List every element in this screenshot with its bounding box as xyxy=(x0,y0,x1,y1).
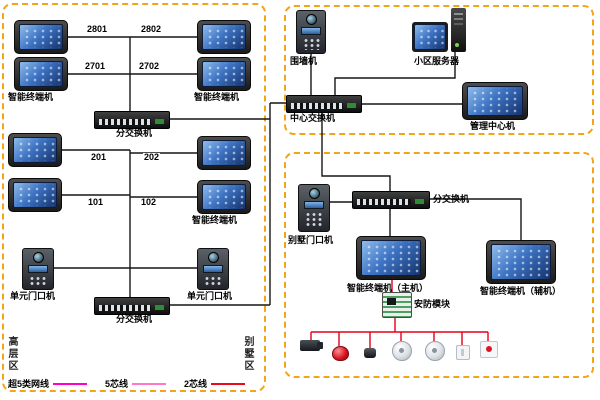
server-caption: 小区服务器 xyxy=(414,56,460,66)
central-switch xyxy=(286,95,362,113)
unit-door-station xyxy=(22,248,54,290)
terminal-monitor xyxy=(14,20,68,54)
terminal-screen xyxy=(491,244,551,280)
legend-item: 2芯线 xyxy=(184,377,246,390)
terminal-caption: 智能终端机 xyxy=(194,92,240,102)
camera-lens-icon xyxy=(32,252,44,263)
security-lines xyxy=(310,280,489,348)
wall-station xyxy=(296,10,326,54)
sub-switch xyxy=(94,111,170,129)
terminal-monitor xyxy=(197,20,251,54)
villa-door-station xyxy=(298,184,330,232)
terminal-screen xyxy=(13,182,57,208)
legend-label: 2芯线 xyxy=(184,379,208,389)
terminal-screen xyxy=(202,61,246,87)
smoke-detector-icon xyxy=(425,341,445,361)
door-station-caption: 单元门口机 xyxy=(187,291,233,301)
server-monitor xyxy=(412,22,448,52)
terminal-master-caption: 智能终端机（主机） xyxy=(347,283,429,293)
smoke-detector-icon xyxy=(392,341,412,361)
wire-label: 2702 xyxy=(138,61,161,72)
legend-line-cat5 xyxy=(53,382,88,385)
region-management-center xyxy=(284,5,594,135)
management-center-monitor xyxy=(462,82,528,120)
terminal-screen xyxy=(361,240,421,276)
central-switch-caption: 中心交换机 xyxy=(290,113,336,123)
wire-label: 202 xyxy=(143,152,161,163)
terminal-monitor xyxy=(197,136,251,170)
terminal-aux-caption: 智能终端机（辅机） xyxy=(480,286,562,296)
server-screen xyxy=(414,24,446,50)
door-station-screen xyxy=(27,265,49,273)
door-station-screen xyxy=(202,265,224,273)
community-server xyxy=(412,8,466,52)
legend: 超5类网线 5芯线 2芯线 xyxy=(8,377,246,390)
alarm-siren-icon xyxy=(332,346,349,361)
server-tower xyxy=(451,8,466,52)
switch-caption: 分交换机 xyxy=(116,128,153,138)
terminal-screen xyxy=(202,140,246,166)
door-station-screen xyxy=(303,201,325,209)
door-station-caption: 单元门口机 xyxy=(10,291,56,301)
region-label-villa: 别墅区 xyxy=(242,336,253,372)
terminal-aux-monitor xyxy=(486,240,556,284)
terminal-screen xyxy=(13,137,57,163)
terminal-monitor xyxy=(8,133,62,167)
management-caption: 管理中心机 xyxy=(470,121,516,131)
legend-line-5core xyxy=(132,382,167,385)
keypad xyxy=(301,37,321,50)
terminal-caption: 智能终端机 xyxy=(8,92,54,102)
keypad xyxy=(304,211,324,228)
wire-label: 2802 xyxy=(140,24,163,35)
terminal-monitor xyxy=(197,180,251,214)
villa-switch-caption: 分交换机 xyxy=(433,194,470,204)
door-station-screen xyxy=(301,27,321,35)
unit-door-station xyxy=(197,248,229,290)
region-label-highrise: 高层区 xyxy=(6,336,17,372)
legend-line-2core xyxy=(211,382,246,385)
security-module-caption: 安防模块 xyxy=(414,299,451,309)
wall-station-caption: 围墙机 xyxy=(290,56,318,66)
terminal-master-monitor xyxy=(356,236,426,280)
wire-label: 2701 xyxy=(84,61,107,72)
villa-sub-switch xyxy=(352,191,430,209)
cctv-camera-icon xyxy=(300,340,323,351)
wire-label: 101 xyxy=(87,197,105,208)
terminal-screen xyxy=(19,24,63,50)
network-lines xyxy=(54,36,522,306)
terminal-monitor xyxy=(197,57,251,91)
terminal-monitor xyxy=(14,57,68,91)
legend-item: 超5类网线 xyxy=(8,377,88,390)
sub-switch xyxy=(94,297,170,315)
terminal-screen xyxy=(19,61,63,87)
panic-button-icon xyxy=(480,341,498,358)
keypad xyxy=(203,275,223,286)
terminal-monitor xyxy=(8,178,62,212)
camera-lens-icon xyxy=(305,14,317,25)
terminal-screen xyxy=(467,86,523,116)
sensor-icon xyxy=(364,348,376,358)
door-contact-icon xyxy=(456,345,470,360)
region-villa xyxy=(284,152,594,378)
legend-label: 5芯线 xyxy=(105,379,129,389)
wire-label: 102 xyxy=(140,197,158,208)
camera-lens-icon xyxy=(308,188,320,199)
terminal-caption: 智能终端机 xyxy=(192,215,238,225)
switch-caption: 分交换机 xyxy=(116,314,153,324)
security-module xyxy=(382,292,412,318)
wire-label: 2801 xyxy=(86,24,109,35)
villa-door-caption: 别墅门口机 xyxy=(288,235,334,245)
camera-lens-icon xyxy=(207,252,219,263)
legend-label: 超5类网线 xyxy=(8,379,50,389)
legend-item: 5芯线 xyxy=(105,377,167,390)
keypad xyxy=(28,275,48,286)
wire-label: 201 xyxy=(90,152,108,163)
terminal-screen xyxy=(202,24,246,50)
region-highrise xyxy=(2,3,266,392)
terminal-screen xyxy=(202,184,246,210)
